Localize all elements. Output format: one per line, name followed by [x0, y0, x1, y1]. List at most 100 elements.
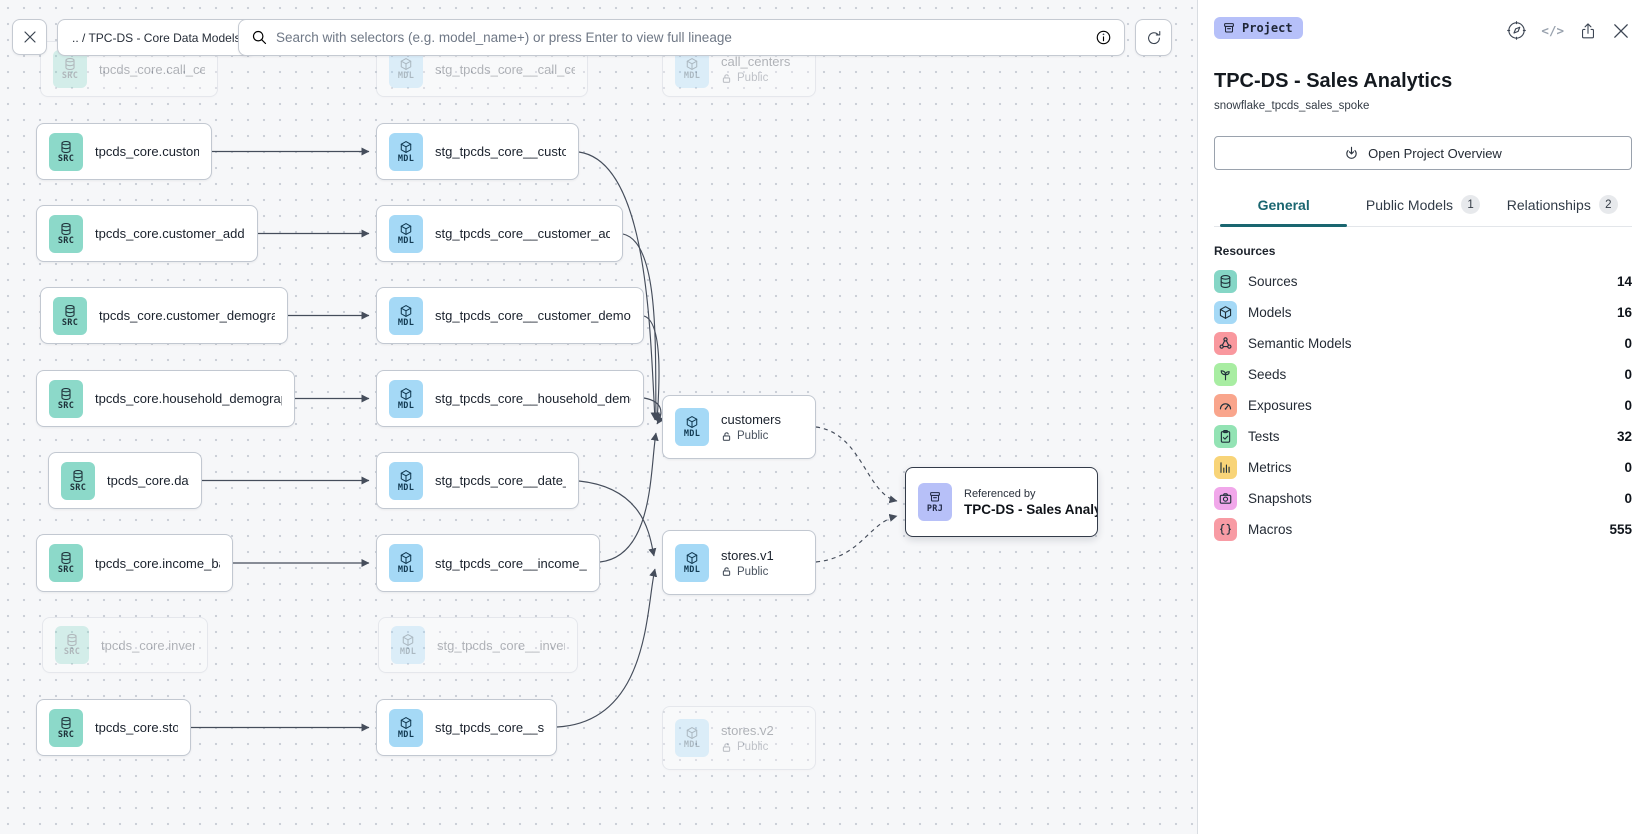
info-icon[interactable]: [1095, 29, 1112, 46]
open-project-overview-button[interactable]: Open Project Overview: [1214, 136, 1632, 170]
source-badge: SRC: [49, 544, 83, 582]
source-badge: SRC: [53, 296, 87, 335]
model-badge: MDL: [675, 543, 709, 582]
unlock-icon: [721, 73, 732, 84]
database-icon: [65, 633, 79, 647]
model-badge: MDL: [389, 50, 423, 88]
lineage-canvas[interactable]: SRC tpcds_core.call_center SRC tpcds_cor…: [0, 0, 1197, 834]
search-bar[interactable]: [238, 19, 1125, 56]
cube-icon: [399, 469, 413, 483]
refresh-lineage-button[interactable]: [1135, 19, 1172, 56]
node-public-customers[interactable]: MDL customers Public: [662, 395, 816, 459]
close-panel-button[interactable]: [1612, 22, 1630, 40]
detail-panel: Project </> TPC-DS - Sales Analytics sno…: [1197, 0, 1648, 834]
node-public-stores-v1[interactable]: MDL stores.v1 Public: [662, 530, 816, 595]
node-src-customer-address[interactable]: SRC tpcds_core.customer_address: [36, 205, 258, 262]
cube-icon: [399, 140, 413, 154]
cube-icon: [399, 716, 413, 730]
node-src-household-demographics[interactable]: SRC tpcds_core.household_demographics: [36, 370, 295, 427]
database-icon: [59, 140, 73, 154]
close-lineage-button[interactable]: [12, 19, 47, 55]
cube-icon: [399, 387, 413, 401]
node-src-income-band[interactable]: SRC tpcds_core.income_band: [36, 534, 233, 592]
model-badge: MDL: [675, 408, 709, 446]
search-input[interactable]: [276, 30, 1087, 45]
model-badge: MDL: [389, 132, 423, 171]
node-src-customer[interactable]: SRC tpcds_core.customer: [36, 123, 212, 180]
node-src-date-dim[interactable]: SRC tpcds_core.date_dim: [48, 452, 202, 509]
model-badge: MDL: [389, 296, 423, 335]
resources-list: Sources 14 Models 16 Semantic Models 0 S…: [1214, 270, 1632, 541]
database-icon: [59, 716, 73, 730]
explore-compass-button[interactable]: [1506, 20, 1527, 41]
node-mdl-stg-inventory[interactable]: MDL stg_tpcds_core__inventory: [378, 617, 578, 673]
lineage-edges: [191, 147, 898, 732]
database-icon: [1214, 270, 1237, 293]
source-badge: SRC: [49, 132, 83, 171]
panel-subtitle: snowflake_tpcds_sales_spoke: [1214, 100, 1370, 112]
unlock-icon: [721, 742, 732, 753]
tab-count-badge: 2: [1598, 195, 1618, 214]
model-badge: MDL: [389, 379, 423, 418]
cube-icon: [685, 57, 699, 71]
node-mdl-stg-customer-address[interactable]: MDL stg_tpcds_core__customer_address: [376, 205, 623, 262]
tab-count-badge: 1: [1461, 195, 1481, 214]
resource-row-models: Models 16: [1214, 301, 1632, 324]
detail-tabs: General Public Models 1 Relationships 2: [1214, 195, 1632, 227]
node-mdl-stg-customer-demographics[interactable]: MDL stg_tpcds_core__customer_demogra…: [376, 287, 644, 344]
project-badge: PRJ: [918, 483, 952, 521]
database-icon: [59, 387, 73, 401]
node-mdl-stg-household-demographics[interactable]: MDL stg_tpcds_core__household_demogr…: [376, 370, 644, 427]
search-icon: [252, 30, 267, 45]
database-icon: [59, 222, 73, 236]
node-public-stores-v2[interactable]: MDL stores.v2 Public: [662, 706, 816, 770]
resource-row-tests: Tests 32: [1214, 425, 1632, 448]
close-icon: [1614, 23, 1628, 38]
share-button[interactable]: [1578, 21, 1598, 41]
open-overview-icon: [1346, 146, 1357, 159]
cube-icon: [685, 726, 699, 740]
source-badge: SRC: [53, 50, 87, 88]
node-src-inventory[interactable]: SRC tpcds_core.inventory: [42, 617, 208, 673]
seedling-icon: [1214, 363, 1237, 386]
source-badge: SRC: [55, 626, 89, 664]
resource-row-snapshots: Snapshots 0: [1214, 487, 1632, 510]
share-icon: [1582, 22, 1594, 38]
database-icon: [71, 469, 85, 483]
node-src-customer-demographics[interactable]: SRC tpcds_core.customer_demographics: [40, 287, 288, 344]
source-badge: SRC: [49, 379, 83, 418]
tab-relationships[interactable]: Relationships 2: [1493, 195, 1632, 226]
cube-icon: [399, 222, 413, 236]
panel-title: TPC-DS - Sales Analytics: [1214, 70, 1453, 92]
tab-general[interactable]: General: [1214, 195, 1353, 227]
breadcrumb[interactable]: .. / TPC-DS - Core Data Models: [57, 19, 256, 56]
node-mdl-stg-income-band[interactable]: MDL stg_tpcds_core__income_band: [376, 534, 600, 592]
cube-icon: [399, 304, 413, 318]
model-badge: MDL: [391, 626, 425, 664]
tab-public-models[interactable]: Public Models 1: [1353, 195, 1492, 226]
source-badge: SRC: [49, 214, 83, 253]
refresh-icon: [1147, 30, 1160, 44]
model-badge: MDL: [675, 50, 709, 88]
model-badge: MDL: [389, 544, 423, 582]
node-mdl-stg-date-dim[interactable]: MDL stg_tpcds_core__date_dim: [376, 452, 579, 509]
database-icon: [63, 304, 77, 318]
bar-chart-icon: [1214, 456, 1237, 479]
resource-row-macros: Macros 555: [1214, 518, 1632, 541]
node-mdl-stg-store[interactable]: MDL stg_tpcds_core__store: [376, 699, 557, 756]
resource-row-exposures: Exposures 0: [1214, 394, 1632, 417]
braces-icon: [1214, 518, 1237, 541]
cube-icon: [399, 551, 413, 565]
cube-icon: [1214, 301, 1237, 324]
model-badge: MDL: [389, 708, 423, 747]
node-project-tpcds-sales-analytics[interactable]: PRJ Referenced by TPC-DS - Sales Analyti…: [905, 467, 1098, 537]
unlock-icon: [721, 431, 732, 442]
compass-icon: [1507, 21, 1527, 40]
graph-network-icon: [1214, 332, 1237, 355]
model-badge: MDL: [389, 214, 423, 253]
code-view-button[interactable]: </>: [1541, 23, 1564, 38]
resource-row-sources: Sources 14: [1214, 270, 1632, 293]
node-src-store[interactable]: SRC tpcds_core.store: [36, 699, 191, 756]
node-mdl-stg-customer[interactable]: MDL stg_tpcds_core__customer: [376, 123, 579, 180]
resources-heading: Resources: [1214, 244, 1276, 258]
